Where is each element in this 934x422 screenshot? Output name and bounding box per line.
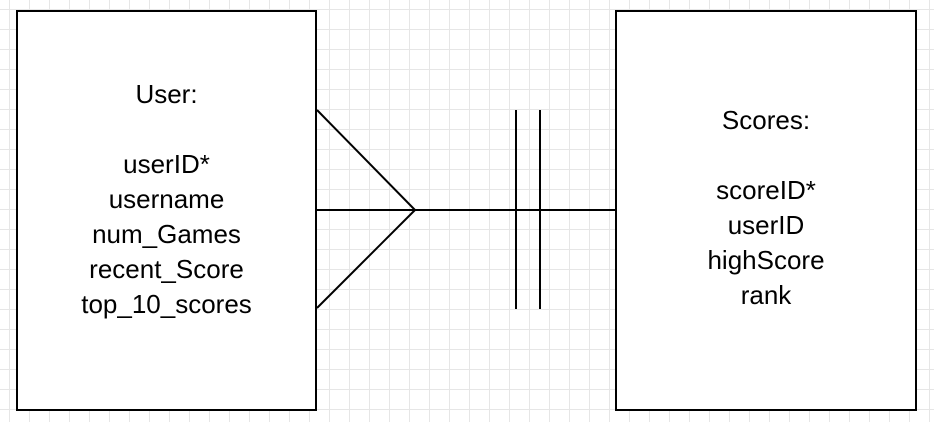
attribute-highscore: highScore <box>707 245 825 275</box>
attribute-userid-fk: userID <box>727 210 805 240</box>
scores-entity[interactable]: Scores: scoreID* userID highScore rank <box>615 10 917 411</box>
attribute-recent-score: recent_Score <box>89 254 244 284</box>
attribute-rank: rank <box>740 280 792 310</box>
user-entity[interactable]: User: userID* username num_Games recent_… <box>16 10 317 411</box>
attribute-top-10-scores: top_10_scores <box>81 289 252 319</box>
crows-foot-upper-prong <box>316 109 416 211</box>
attribute-userid: userID* <box>123 149 210 179</box>
user-attribute-list: userID* username num_Games recent_Score … <box>81 147 252 322</box>
attribute-scoreid: scoreID* <box>716 175 816 205</box>
attribute-username: username <box>108 184 225 214</box>
attribute-num-games: num_Games <box>92 219 241 249</box>
user-entity-title: User: <box>135 79 198 109</box>
scores-entity-title: Scores: <box>721 105 811 135</box>
crows-foot-lower-prong <box>316 209 416 309</box>
scores-attribute-list: scoreID* userID highScore rank <box>707 173 824 313</box>
